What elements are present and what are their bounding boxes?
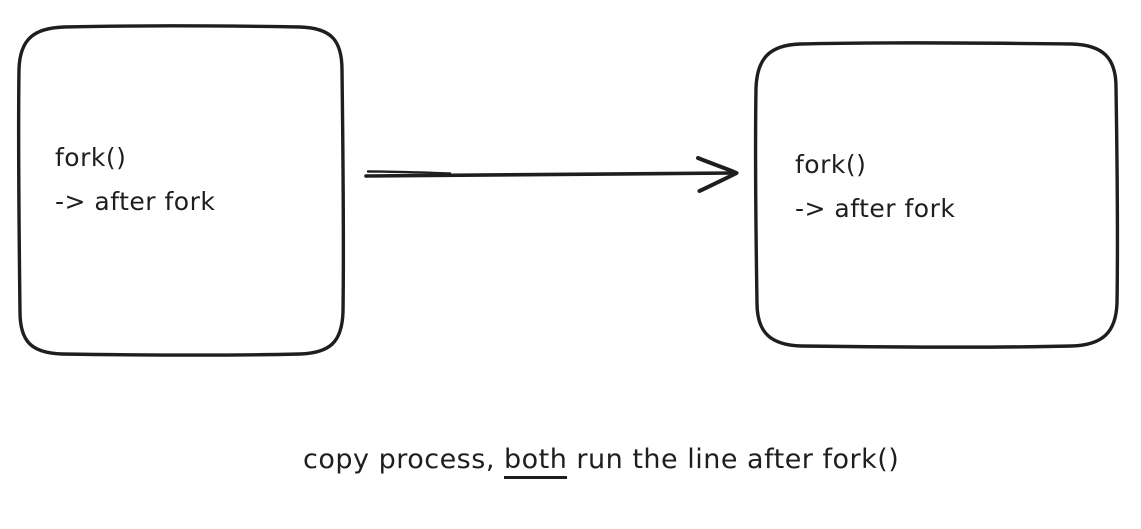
process-box-right-outline — [753, 41, 1120, 349]
caption-underlined-word: both — [503, 444, 568, 479]
code-line-after-fork: -> after fork — [55, 187, 216, 216]
arrow-head — [696, 156, 739, 193]
code-line-after-fork: -> after fork — [795, 194, 956, 223]
code-line-fork-call: fork() — [795, 150, 867, 179]
caption: copy process, both run the line after fo… — [303, 440, 899, 480]
caption-suffix: run the line after fork() — [567, 444, 900, 475]
arrow-shaft — [364, 171, 736, 178]
arrow-shaft-overdraw — [366, 170, 452, 175]
process-box-left-label: fork() -> after fork — [55, 136, 215, 224]
code-line-fork-call: fork() — [55, 143, 127, 172]
process-box-right-label: fork() -> after fork — [795, 143, 955, 231]
caption-prefix: copy process, — [303, 444, 504, 475]
process-box-left-outline — [16, 24, 346, 357]
arrow-right-icon — [364, 156, 739, 193]
